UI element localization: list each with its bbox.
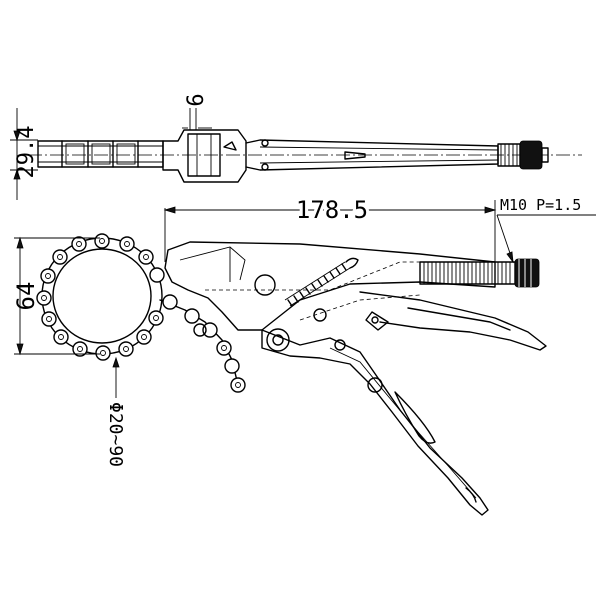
dimension-lines — [10, 108, 596, 398]
body — [164, 241, 496, 352]
chain-loop — [36, 233, 165, 361]
dim-side-width: 6 — [184, 93, 209, 106]
dim-height: 64 — [12, 282, 40, 311]
lower-handle — [261, 329, 489, 516]
side-view — [36, 233, 547, 516]
chain-top-links — [61, 140, 139, 168]
dim-thread: M10 P=1.5 — [500, 196, 581, 214]
dim-length: 178.5 — [296, 196, 368, 224]
spring — [284, 257, 359, 307]
upper-handle — [359, 291, 547, 351]
hanging-chain — [159, 294, 246, 393]
adjust-screw — [419, 258, 540, 288]
dim-thickness: 29.4 — [14, 126, 39, 179]
top-view — [28, 129, 582, 183]
top-screw-thread — [500, 144, 518, 166]
dim-chain-range: Φ20~90 — [105, 402, 126, 467]
